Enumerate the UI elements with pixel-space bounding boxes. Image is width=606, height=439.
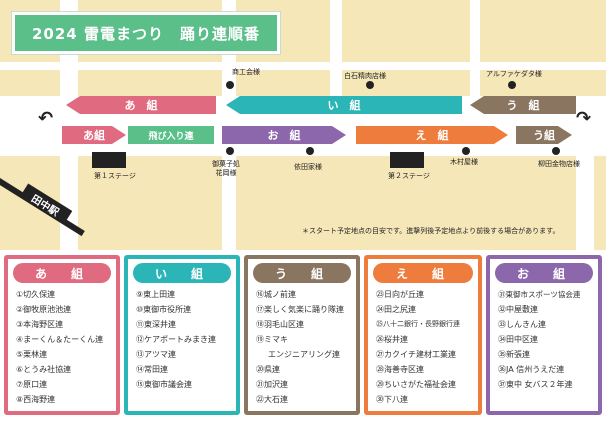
list-item: ⑧西海野連 — [16, 395, 56, 404]
landmark-shoko: 商工会様 — [232, 68, 260, 76]
landmark-marker-icon — [552, 147, 560, 155]
side-road — [576, 150, 594, 250]
arrow-o-group: お 組 — [222, 126, 346, 144]
u-turn-left-icon: ↶ — [38, 108, 54, 129]
arrow-e-group: え 組 — [356, 126, 508, 144]
list-item: ⑭常田連 — [136, 365, 168, 374]
list-item: ④まーくん＆たーくん連 — [16, 335, 104, 344]
arrow-label: う 組 — [506, 99, 540, 112]
arrow-u-group-bottom: う組 — [516, 126, 572, 144]
arrow-label: あ組 — [83, 129, 105, 142]
list-item: ③本海野区連 — [16, 320, 64, 329]
list-item: ㉖桜井連 — [376, 335, 408, 344]
stage-2-label: 第２ステージ — [388, 172, 430, 180]
list-item: ⑮東御市議会連 — [136, 380, 192, 389]
landmark-yoda: 依田家様 — [294, 163, 322, 171]
group-heading: あ 組 — [13, 263, 111, 283]
list-item: エンジニアリング連 — [268, 350, 340, 359]
arrow-label: 飛び入り連 — [148, 131, 194, 142]
list-item: ⑦原口連 — [16, 380, 48, 389]
landmark-marker-icon — [226, 147, 234, 155]
group-member-list: ⑯城ノ前連 ⑰楽しく気楽に踊り隊連 ⑱羽毛山区連 ⑲ミマキ エンジニアリング連 … — [253, 287, 351, 407]
arrow-u-group-top: う 組 — [470, 96, 576, 114]
list-item: ⑲ミマキ — [256, 335, 288, 344]
landmark-marker-icon — [366, 81, 374, 89]
list-item: ㉓日向が丘連 — [376, 290, 424, 299]
list-item: ⑤栗林連 — [16, 350, 48, 359]
list-item: ⑰楽しく気楽に踊り隊連 — [256, 305, 344, 314]
arrow-a-group-bottom: あ組 — [62, 126, 126, 144]
arrow-i-group: い 組 — [226, 96, 462, 114]
list-item: ㉑加沢連 — [256, 380, 288, 389]
u-turn-right-icon: ↷ — [576, 108, 592, 129]
landmark-marker-icon — [508, 81, 516, 89]
list-item: ⑩東御市役所連 — [136, 305, 192, 314]
landmark-gokashi: 御菓子処 花岡様 — [212, 160, 240, 177]
group-heading: い 組 — [133, 263, 231, 283]
stage-2-marker — [390, 152, 424, 168]
landmark-alpha: アルファケダタ様 — [486, 70, 542, 78]
list-item: ㉔田之尻連 — [376, 305, 416, 314]
stage-1-marker — [92, 152, 126, 168]
group-panel-u: う 組 ⑯城ノ前連 ⑰楽しく気楽に踊り隊連 ⑱羽毛山区連 ⑲ミマキ エンジニアリ… — [244, 255, 360, 415]
group-panel-e: え 組 ㉓日向が丘連 ㉔田之尻連 ㉕八十二銀行・長野銀行連 ㉖桜井連 ㉗カクイチ… — [364, 255, 482, 415]
stage-1-label: 第１ステージ — [94, 172, 136, 180]
side-road — [470, 0, 480, 96]
arrow-a-group-top: あ 組 — [66, 96, 216, 114]
list-item: ㉞田中区連 — [498, 335, 538, 344]
list-item: ㉕八十二銀行・長野銀行連 — [376, 320, 460, 328]
list-item: ㊲東中 女バス２年連 — [498, 380, 573, 389]
group-heading: う 組 — [253, 263, 351, 283]
group-panel-a: あ 組 ①切久保連 ②御牧原池池連 ③本海野区連 ④まーくん＆たーくん連 ⑤栗林… — [4, 255, 120, 415]
group-heading: え 組 — [373, 263, 473, 283]
group-member-list: ㉓日向が丘連 ㉔田之尻連 ㉕八十二銀行・長野銀行連 ㉖桜井連 ㉗カクイチ建材工業… — [373, 287, 473, 407]
list-item: ㉒大石連 — [256, 395, 288, 404]
list-item: ⑯城ノ前連 — [256, 290, 296, 299]
group-panel-o: お 組 ㉛東御市スポーツ協会連 ㉜中屋敷連 ㉝しんきん連 ㉞田中区連 ㉟新張連 … — [486, 255, 602, 415]
list-item: ⑫ケアポートみまき連 — [136, 335, 216, 344]
list-item: ㉟新張連 — [498, 350, 530, 359]
list-item: ㉜中屋敷連 — [498, 305, 538, 314]
group-member-list: ①切久保連 ②御牧原池池連 ③本海野区連 ④まーくん＆たーくん連 ⑤栗林連 ⑥と… — [13, 287, 111, 407]
arrow-label: う組 — [533, 129, 555, 142]
side-road — [0, 62, 606, 70]
list-item: ⑨東上田連 — [136, 290, 176, 299]
list-item: ㉙ちいさがた福祉会連 — [376, 380, 456, 389]
list-item: ⑱羽毛山区連 — [256, 320, 304, 329]
arrow-label: あ 組 — [124, 99, 158, 112]
group-member-list: ㉛東御市スポーツ協会連 ㉜中屋敷連 ㉝しんきん連 ㉞田中区連 ㉟新張連 ㊱JA … — [495, 287, 593, 392]
landmark-marker-icon — [462, 147, 470, 155]
list-item: ⑥とうみ社協連 — [16, 365, 72, 374]
list-item: ㉚下八連 — [376, 395, 408, 404]
arrow-label: え 組 — [415, 129, 449, 142]
list-item: ㊱JA 信州うえだ連 — [498, 365, 565, 374]
group-heading: お 組 — [495, 263, 593, 283]
list-item: ①切久保連 — [16, 290, 56, 299]
arrow-label: お 組 — [267, 129, 301, 142]
group-member-list: ⑨東上田連 ⑩東御市役所連 ⑪東深井連 ⑫ケアポートみまき連 ⑬アツマ連 ⑭常田… — [133, 287, 231, 392]
list-item: ⑪東深井連 — [136, 320, 176, 329]
route-map: 2024 雷電まつり 踊り連順番 あ 組 い 組 う 組 あ組 飛び入り連 お … — [0, 0, 606, 250]
arrow-tobi-iri: 飛び入り連 — [128, 126, 214, 144]
arrow-label: い 組 — [327, 99, 361, 112]
start-point-note: ＊スタート予定地点の目安です。進撃列後予定地点より前後する場合があります。 — [302, 227, 560, 235]
list-item: ②御牧原池池連 — [16, 305, 72, 314]
landmark-yanagida: 柳田金物店様 — [538, 160, 580, 168]
landmark-shiraishi: 白石精肉店様 — [344, 72, 386, 80]
landmark-marker-icon — [226, 81, 234, 89]
list-item: ⑳県連 — [256, 365, 280, 374]
list-item: ⑬アツマ連 — [136, 350, 176, 359]
group-panel-i: い 組 ⑨東上田連 ⑩東御市役所連 ⑪東深井連 ⑫ケアポートみまき連 ⑬アツマ連… — [124, 255, 240, 415]
side-road — [330, 0, 342, 96]
landmark-marker-icon — [306, 147, 314, 155]
list-item: ㉗カクイチ建材工業連 — [376, 350, 456, 359]
list-item: ㉛東御市スポーツ協会連 — [498, 290, 581, 299]
page-title: 2024 雷電まつり 踊り連順番 — [12, 12, 280, 54]
list-item: ㉝しんきん連 — [498, 320, 546, 329]
landmark-kimura: 木村屋様 — [450, 158, 478, 166]
list-item: ㉘海善寺区連 — [376, 365, 424, 374]
